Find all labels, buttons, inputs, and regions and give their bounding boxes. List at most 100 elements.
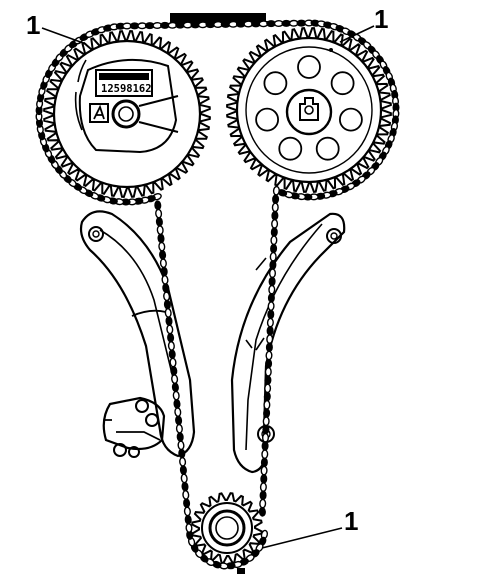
chain-link — [269, 260, 277, 270]
chain-link — [154, 200, 162, 211]
chain-link — [263, 408, 271, 418]
chain-link — [263, 391, 271, 402]
chain-link — [173, 399, 181, 409]
chain-link — [183, 498, 191, 509]
lightening-hole — [338, 107, 363, 132]
lightening-hole — [297, 55, 321, 79]
chain-link — [174, 407, 182, 417]
chain-link — [155, 208, 163, 219]
chain-link — [272, 194, 280, 205]
cam-part-number: 12598162 — [101, 83, 152, 95]
chain-link — [179, 456, 187, 467]
chain-link — [183, 506, 191, 517]
chain-link — [265, 358, 273, 369]
chain-link — [259, 498, 267, 509]
callout-label: 1 — [26, 10, 40, 40]
chain-link — [157, 233, 165, 244]
chain-link — [268, 284, 276, 295]
chain-link — [169, 357, 177, 368]
crankshaft-sprocket — [191, 492, 263, 574]
chain-link — [163, 291, 171, 302]
chain-link — [268, 276, 276, 287]
callout-top-right: 1 — [339, 4, 388, 43]
chain-link — [266, 334, 274, 344]
callout-top-left: 1 — [26, 10, 87, 45]
chain-link — [180, 473, 188, 484]
chain-link — [259, 490, 267, 501]
chain-link — [260, 457, 268, 468]
chain-link — [155, 216, 163, 227]
chain-link — [267, 301, 275, 311]
chain-link — [181, 481, 189, 492]
chain-link — [179, 465, 187, 475]
chain-link — [171, 382, 179, 393]
callout-bottom-right: 1 — [261, 506, 358, 549]
callout-label: 1 — [344, 506, 358, 536]
chain-link — [270, 235, 278, 246]
left-tensioner-shoe — [79, 210, 196, 458]
chain-link — [270, 227, 278, 237]
chain-link — [182, 490, 190, 500]
chain-link — [158, 241, 166, 252]
chain-link — [259, 482, 267, 492]
chain-link — [258, 506, 266, 517]
chain-link — [267, 309, 275, 320]
chain-link — [261, 432, 270, 443]
chain-link — [269, 251, 277, 262]
chain-link — [266, 325, 274, 336]
chain-link — [176, 432, 184, 442]
chain-link — [161, 274, 169, 285]
chain-link — [270, 243, 278, 254]
chain-link — [175, 415, 183, 426]
timing-chain — [35, 19, 400, 570]
chain-link — [159, 250, 167, 260]
chain-link — [265, 342, 273, 353]
chain-link — [177, 440, 185, 451]
right-chain-guide — [230, 212, 346, 474]
chain-link — [262, 416, 270, 427]
chain-link — [178, 448, 186, 459]
lightening-holes — [255, 55, 363, 161]
chain-link — [160, 266, 168, 277]
chain-link — [175, 423, 183, 434]
chain-link — [267, 293, 275, 303]
chain-link — [262, 424, 270, 435]
chain-link — [167, 332, 175, 343]
chain-link — [159, 258, 167, 269]
lock-pin-icon — [89, 103, 109, 123]
chain-link — [168, 349, 176, 360]
chain-link — [184, 514, 192, 525]
cam-part-label: 12598162 — [95, 69, 153, 97]
chain-link — [272, 185, 280, 196]
chain-link — [268, 268, 277, 279]
chain-link — [261, 449, 269, 460]
chain-link — [185, 523, 193, 533]
chain-link — [261, 441, 269, 451]
chain-link — [266, 317, 274, 328]
chain-link — [164, 308, 172, 318]
right-cam-sprocket — [226, 27, 392, 193]
chain-link — [166, 324, 174, 335]
chain-link — [260, 474, 268, 484]
chain-link — [264, 375, 272, 386]
chain-link — [170, 365, 178, 376]
chain-link — [171, 374, 179, 384]
chain-link — [271, 202, 279, 213]
lightening-hole — [278, 136, 303, 161]
chain-link — [172, 390, 180, 401]
chain-link — [271, 219, 279, 229]
chain-link — [162, 283, 170, 293]
chain-link — [156, 225, 164, 235]
left-cam-sprocket: 12598162 — [43, 30, 211, 198]
chain-link — [163, 299, 171, 310]
chain-link — [264, 367, 272, 377]
chain-link — [165, 316, 173, 326]
lightening-hole — [330, 71, 355, 96]
lightening-hole — [263, 71, 288, 96]
chain-link — [264, 383, 272, 394]
chain-link — [167, 341, 175, 351]
chain-link — [271, 210, 279, 221]
lightening-hole — [255, 107, 280, 132]
lightening-hole — [315, 136, 340, 161]
